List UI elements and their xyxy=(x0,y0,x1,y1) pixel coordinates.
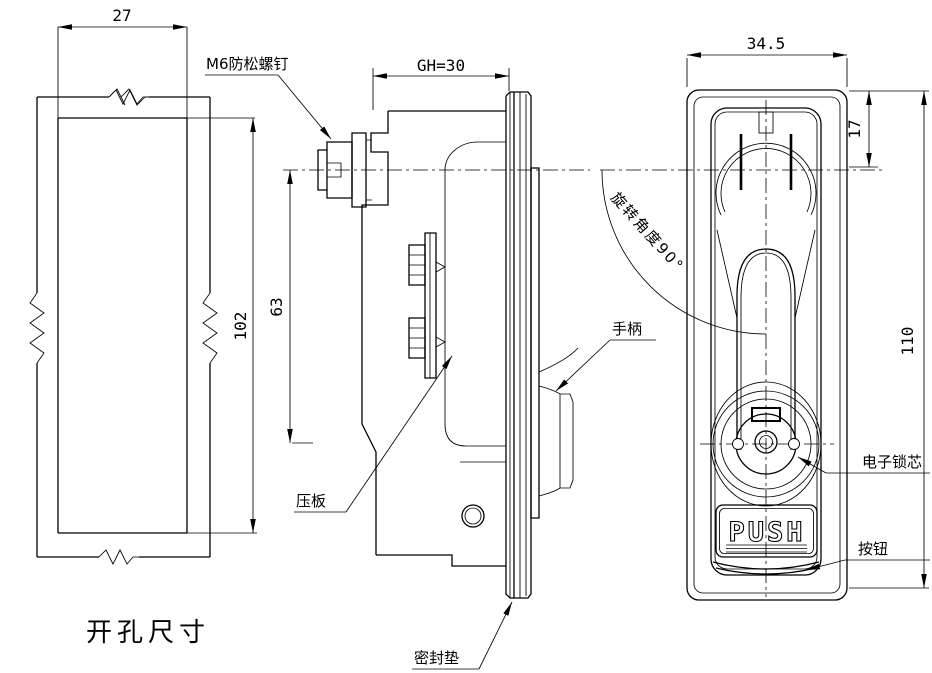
handle-front-outline xyxy=(716,229,816,450)
grip-dim-value: GH=30 xyxy=(417,56,465,75)
screw-label: M6防松螺钉 xyxy=(206,55,289,73)
side-view: GH=30 63 M6防松螺钉 手柄 压板 密封垫 xyxy=(205,55,656,670)
front-height-value: 110 xyxy=(898,327,917,356)
grip-dimension: GH=30 xyxy=(372,56,510,110)
center-dimension: 63 xyxy=(267,170,313,444)
handle-label: 手柄 xyxy=(612,320,642,338)
cutout-width-dimension: 27 xyxy=(58,6,187,30)
cutout-height-dimension: 102 xyxy=(231,118,256,533)
lock-core-callout: 电子锁芯 xyxy=(797,453,930,474)
pressure-plate-callout: 压板 xyxy=(294,355,453,513)
handle-side-outline xyxy=(530,167,579,519)
dome-opening-outline xyxy=(715,111,817,216)
front-top-dimension: 17 xyxy=(845,90,929,168)
cutout-width-value: 27 xyxy=(112,6,131,25)
push-button[interactable]: PUSH xyxy=(715,504,818,558)
bezel-outline xyxy=(686,89,848,601)
cutout-hole-outline xyxy=(57,27,257,534)
screw-callout: M6防松螺钉 xyxy=(205,55,332,140)
gasket-label: 密封垫 xyxy=(414,649,459,667)
gasket-callout: 密封垫 xyxy=(412,601,513,670)
lock-body-outline xyxy=(361,110,506,567)
cutout-view-title: 开孔尺寸 xyxy=(86,618,210,648)
cutout-panel-outline xyxy=(29,88,218,565)
button-label: 按钮 xyxy=(858,540,888,558)
rotation-label: 旋转角度90° xyxy=(607,189,688,276)
front-height-dimension: 110 xyxy=(849,91,929,589)
pressure-plate-label: 压板 xyxy=(296,492,326,510)
push-button-stripes xyxy=(726,544,807,553)
push-button-label: PUSH xyxy=(728,517,805,548)
front-view: PUSH 旋转角度90° 34.5 17 110 电子锁芯 xyxy=(600,34,930,601)
handle-callout: 手柄 xyxy=(555,320,656,392)
front-top-value: 17 xyxy=(845,119,864,138)
center-dim-value: 63 xyxy=(267,297,286,316)
lock-core-label: 电子锁芯 xyxy=(862,453,922,471)
pressure-plate-outline xyxy=(408,232,446,379)
button-callout: 按钮 xyxy=(805,540,930,571)
cutout-view: 27 102 开孔尺寸 xyxy=(29,6,257,648)
gasket-and-plate-outline xyxy=(505,91,532,599)
front-width-dimension: 34.5 xyxy=(686,34,848,87)
m6-screw-outline xyxy=(317,132,372,208)
lock-cylinder xyxy=(710,381,822,507)
front-width-value: 34.5 xyxy=(747,34,786,53)
cutout-height-value: 102 xyxy=(231,312,250,341)
